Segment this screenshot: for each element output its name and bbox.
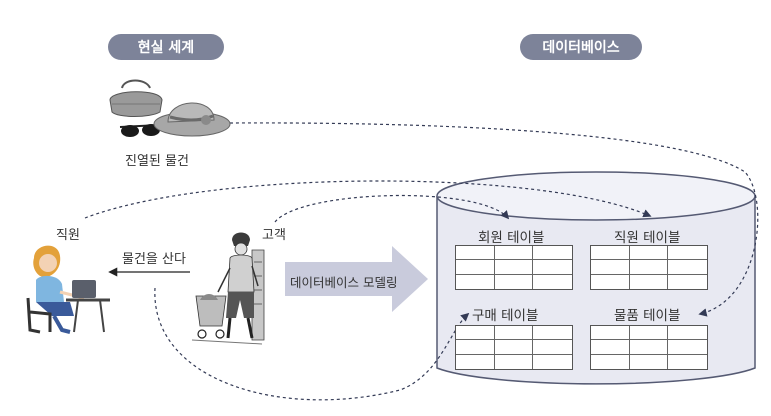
label-db-modeling: 데이터베이스 모델링 xyxy=(290,275,398,290)
heading-real-world: 현실 세계 xyxy=(108,34,224,60)
table-grid-member xyxy=(455,245,573,290)
employee-at-laptop-icon xyxy=(26,245,110,334)
table-grid-employee xyxy=(590,245,708,290)
dashed-link-goods-to-goods-table xyxy=(229,122,759,317)
modeling-arrow xyxy=(285,246,428,312)
label-customer: 고객 xyxy=(262,228,286,243)
table-label-goods: 물품 테이블 xyxy=(614,308,681,324)
table-grid-purchase xyxy=(455,325,573,370)
table-label-member: 회원 테이블 xyxy=(478,230,545,246)
label-buys-goods: 물건을 산다 xyxy=(122,252,186,267)
table-label-purchase: 구매 테이블 xyxy=(472,308,539,324)
table-grid-goods xyxy=(590,325,708,370)
dashed-link-to-purchase-table xyxy=(154,287,470,401)
customer-with-cart-icon xyxy=(190,232,265,346)
dashed-link-customer-to-member-table xyxy=(274,194,510,223)
dashed-link-employee-to-employee-table xyxy=(84,180,652,219)
label-employee: 직원 xyxy=(56,228,80,243)
handbag-icon xyxy=(109,79,163,117)
label-displayed-goods: 진열된 물건 xyxy=(125,154,189,169)
table-label-employee: 직원 테이블 xyxy=(614,230,681,246)
heading-database: 데이터베이스 xyxy=(520,34,642,60)
hat-icon xyxy=(153,102,231,137)
